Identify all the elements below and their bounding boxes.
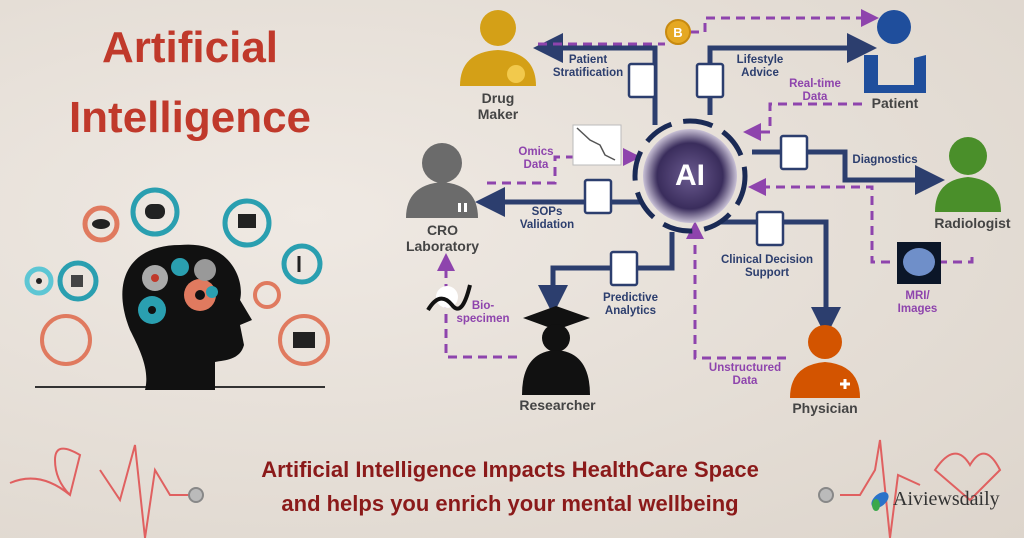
diagnostics-label: Diagnostics: [852, 154, 918, 166]
sops-validation-label: SOPs Validation: [519, 206, 575, 231]
patient-icon: [864, 10, 926, 93]
footer-line-2: and helps you enrich your mental wellbei…: [281, 491, 739, 516]
radiologist-icon: [935, 137, 1001, 212]
bitcoin-icon: B: [665, 19, 691, 45]
title-line-2: Intelligence: [68, 93, 312, 142]
cro-laboratory-label: CRO Laboratory: [405, 222, 480, 254]
researcher-icon: [522, 306, 590, 395]
bio-specimen-label: Bio- specimen: [456, 300, 510, 325]
omics-data-label: Omics Data: [518, 146, 554, 171]
unstructured-data-label: Unstructured Data: [708, 362, 782, 387]
brain-illustration: [24, 187, 330, 390]
aiviewsdaily-logo-icon: [871, 492, 889, 511]
chart-icon: [572, 124, 622, 166]
researcher-label: Researcher: [519, 397, 596, 413]
svg-text:B: B: [673, 25, 682, 40]
drug-maker-label: Drug Maker: [477, 90, 519, 122]
brand-name[interactable]: Aiviewsdaily: [893, 488, 1000, 510]
footer-tagline: Artificial Intelligence Impacts HealthCa…: [190, 453, 830, 521]
patient-stratification-label: Patient Stratification: [552, 54, 624, 79]
page-title: Artificial Intelligence: [20, 22, 360, 144]
ai-hub-label: AI: [675, 159, 705, 192]
predictive-analytics-label: Predictive Analytics: [603, 292, 658, 317]
ai-hub: [632, 118, 748, 234]
heartbeat-right: [818, 439, 1002, 538]
patient-label: Patient: [871, 95, 919, 111]
input-arrows: [437, 18, 974, 360]
real-time-data-label: Real-time Data: [789, 78, 841, 103]
document-icons: [583, 62, 809, 287]
mri-image-icon: [897, 242, 941, 284]
physician-icon: [790, 325, 860, 398]
lifestyle-advice-label: Lifestyle Advice: [736, 54, 784, 79]
cro-laboratory-icon: [406, 143, 478, 218]
physician-label: Physician: [792, 400, 858, 416]
footer-line-1: Artificial Intelligence Impacts HealthCa…: [261, 457, 759, 482]
drug-maker-icon: [460, 10, 536, 86]
heartbeat-left: [9, 444, 204, 538]
clinical-decision-support-label: Clinical Decision Support: [720, 254, 814, 279]
title-line-1: Artificial: [101, 23, 279, 72]
mri-images-label: MRI/ Images: [897, 290, 938, 315]
dna-icon: [426, 284, 472, 312]
radiologist-label: Radiologist: [934, 215, 1011, 231]
